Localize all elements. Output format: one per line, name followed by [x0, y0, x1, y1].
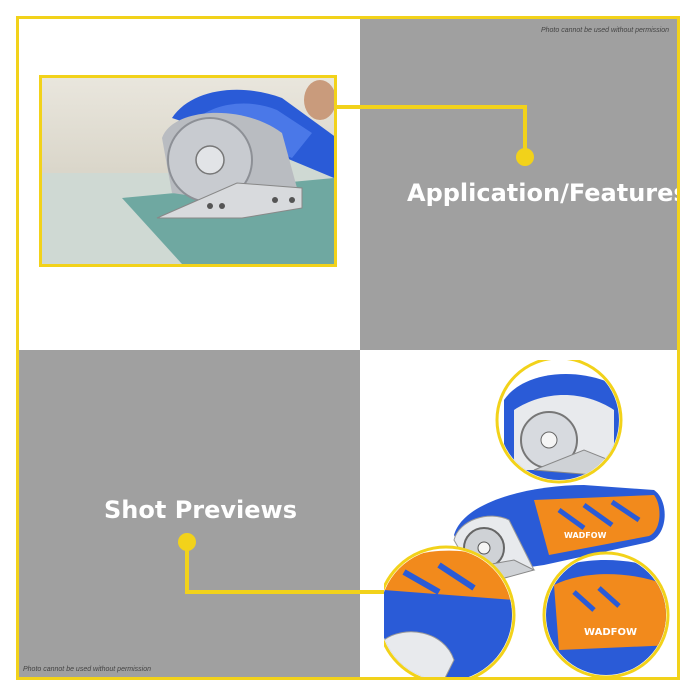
connector-dot-application [516, 148, 534, 166]
panel-bottom-left [19, 350, 360, 677]
brand-label-main: WADFOW [564, 531, 607, 540]
callout-connectors [178, 105, 534, 594]
product-panel-frame: Application/Features Shot Previews WADFO… [16, 16, 680, 680]
cutter-closeup-icon [42, 78, 334, 264]
product-preview-collage: WADFOW WADFOW [376, 356, 674, 677]
connector-dot-previews [178, 533, 196, 551]
watermark-bottom: Photo cannot be used without permission [23, 666, 152, 673]
watermark-top: Photo cannot be used without permission [540, 27, 669, 34]
shot-previews-caption: Shot Previews [104, 496, 297, 524]
application-photo [39, 75, 337, 267]
application-features-caption: Application/Features [407, 179, 680, 207]
cordless-rotary-cutter-icon: WADFOW WADFOW [376, 356, 670, 677]
brand-label-zoom: WADFOW [584, 627, 637, 638]
panel-top-right [360, 19, 677, 350]
